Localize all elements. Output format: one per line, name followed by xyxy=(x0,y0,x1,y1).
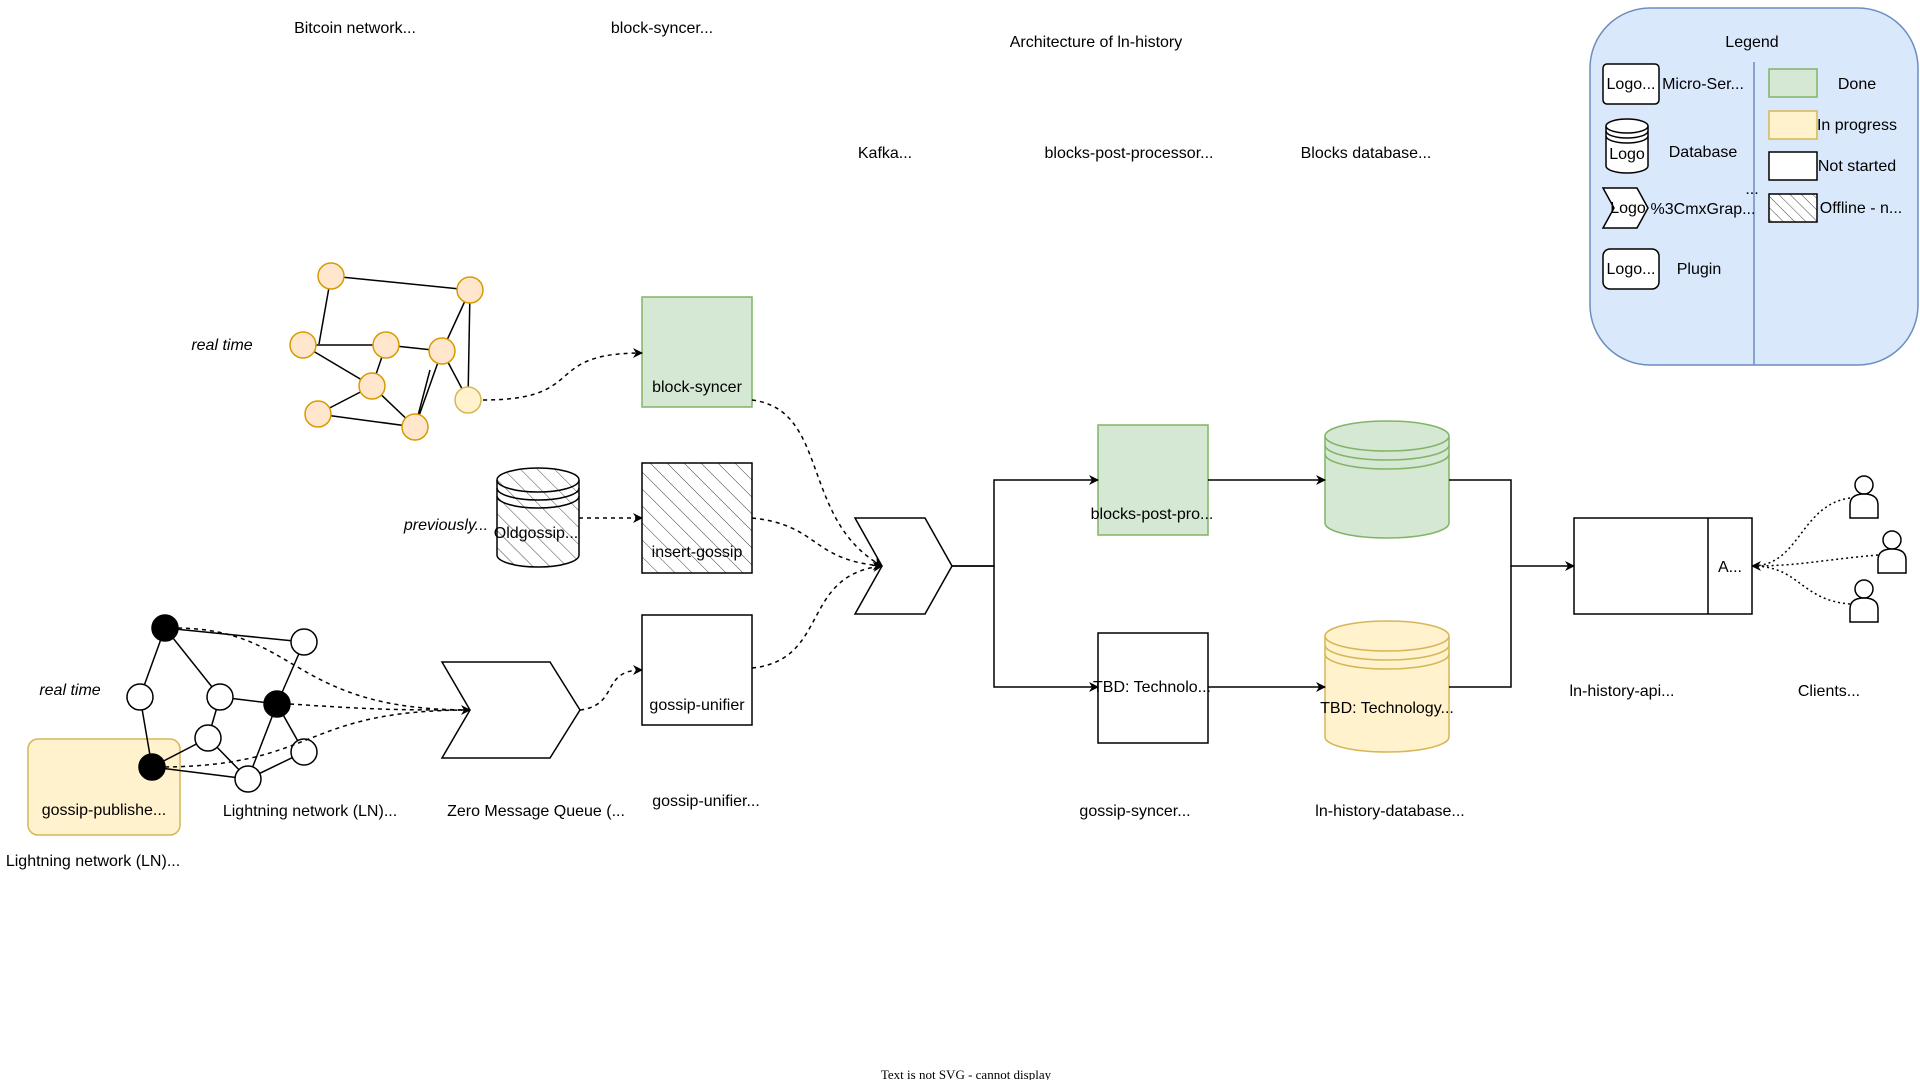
blocks-post-processor-node-label: blocks-post-pro... xyxy=(1091,506,1214,523)
not-started-swatch xyxy=(1768,151,1818,181)
ln-history-database-node-label: TBD: Technology... xyxy=(1320,700,1454,717)
ln-history-api-label: ln-history-api... xyxy=(1570,683,1675,700)
offline-swatch xyxy=(1768,193,1818,223)
block-syncer-top-label: block-syncer... xyxy=(611,20,713,37)
blocks-post-processor-label: blocks-post-processor... xyxy=(1045,145,1214,162)
clients-label: Clients... xyxy=(1798,683,1860,700)
bitcoin-peer xyxy=(401,413,429,441)
gossip-unifier-label: gossip-unifier... xyxy=(652,793,760,810)
database-legend-icon-text: Logo xyxy=(1609,146,1645,163)
gossip-syncer-node[interactable] xyxy=(1097,632,1209,744)
gossip-publisher-node-label: gossip-publishe... xyxy=(42,802,167,819)
lightning-node xyxy=(263,690,291,718)
gossip-syncer-node-label: TBD: Technolo... xyxy=(1093,679,1211,696)
blocks-database-label: Blocks database... xyxy=(1301,145,1432,162)
bitcoin-peer xyxy=(428,337,456,365)
offline-legend-label: Offline - n... xyxy=(1820,200,1902,217)
not-started-legend-label: Not started xyxy=(1818,158,1896,175)
lightning-node xyxy=(138,753,166,781)
kafka-legend-icon-text: Logo xyxy=(1610,200,1646,217)
in-progress-legend-label: In progress xyxy=(1817,117,1897,134)
blocks-database-node[interactable] xyxy=(1324,420,1450,539)
real-time-label-bottom: real time xyxy=(39,682,100,699)
diagram-title: Architecture of ln-history xyxy=(1010,34,1183,51)
lightning-node xyxy=(126,683,154,711)
ln-history-database-node[interactable] xyxy=(1324,620,1450,753)
dashed-connectors xyxy=(164,348,883,768)
kafka-label: Kafka... xyxy=(858,145,912,162)
client-connectors xyxy=(1751,497,1879,605)
zero-message-queue-label: Zero Message Queue (... xyxy=(447,803,625,820)
block-syncer-node[interactable] xyxy=(641,296,753,408)
kafka-node[interactable] xyxy=(853,517,953,615)
in-progress-swatch xyxy=(1768,110,1818,140)
legend-title: Legend xyxy=(1725,34,1778,51)
lightning-node xyxy=(234,765,262,793)
lightning-network-graph xyxy=(126,614,318,793)
microservice-legend-icon xyxy=(1602,63,1660,105)
bitcoin-network-graph xyxy=(289,262,484,441)
kafka-legend-label: %3CmxGrap... xyxy=(1651,201,1756,218)
api-node-label: A... xyxy=(1718,559,1742,576)
gossip-unifier-node[interactable] xyxy=(641,614,753,726)
bitcoin-network-label: Bitcoin network... xyxy=(294,20,416,37)
clients-group xyxy=(1849,475,1907,623)
microservice-legend-icon-text: Logo... xyxy=(1607,76,1656,93)
done-swatch xyxy=(1768,68,1818,98)
plugin-legend-icon xyxy=(1602,248,1660,290)
lightning-node xyxy=(151,614,179,642)
client-user-icon xyxy=(1877,530,1907,574)
bitcoin-peer xyxy=(456,276,484,304)
lightning-node xyxy=(290,628,318,656)
database-legend-label: Database xyxy=(1669,144,1738,161)
plugin-legend-icon-text: Logo... xyxy=(1607,261,1656,278)
lightning-network-label-2: Lightning network (LN)... xyxy=(6,853,180,870)
ln-history-api-node[interactable] xyxy=(1573,517,1753,615)
client-user-icon xyxy=(1849,475,1879,519)
bitcoin-peer xyxy=(454,386,482,414)
old-gossip-database-label: Oldgossip... xyxy=(494,525,578,542)
database-legend-icon xyxy=(1605,118,1649,174)
ln-history-database-label: ln-history-database... xyxy=(1315,803,1464,820)
lightning-node xyxy=(194,724,222,752)
plugin-legend-label: Plugin xyxy=(1677,261,1721,278)
gossip-publisher-node[interactable] xyxy=(27,738,181,836)
legend: Legend Logo... Micro-Ser... Logo Databas… xyxy=(1589,7,1919,366)
bitcoin-peer xyxy=(289,331,317,359)
footer-note: Text is not SVG - cannot display xyxy=(881,1067,1052,1080)
bitcoin-peer xyxy=(372,331,400,359)
solid-connectors xyxy=(952,475,1575,692)
bitcoin-peer xyxy=(304,400,332,428)
client-user-icon xyxy=(1849,579,1879,623)
lightning-node xyxy=(290,738,318,766)
gossip-syncer-label: gossip-syncer... xyxy=(1079,803,1190,820)
done-legend-label: Done xyxy=(1838,76,1876,93)
legend-ellipsis: ... xyxy=(1745,181,1758,198)
blocks-post-processor-node[interactable] xyxy=(1097,424,1209,536)
lightning-network-label: Lightning network (LN)... xyxy=(223,803,397,820)
block-syncer-node-label: block-syncer xyxy=(652,379,742,396)
bitcoin-peer xyxy=(358,372,386,400)
insert-gossip-node-label: insert-gossip xyxy=(652,544,743,561)
real-time-label-top: real time xyxy=(191,337,252,354)
gossip-unifier-node-label: gossip-unifier xyxy=(649,697,745,714)
bitcoin-peer xyxy=(317,262,345,290)
kafka-legend-icon xyxy=(1601,187,1649,229)
previously-label: previously... xyxy=(403,517,488,534)
microservice-legend-label: Micro-Ser... xyxy=(1662,76,1744,93)
lightning-node xyxy=(206,683,234,711)
old-gossip-database[interactable] xyxy=(496,467,580,568)
